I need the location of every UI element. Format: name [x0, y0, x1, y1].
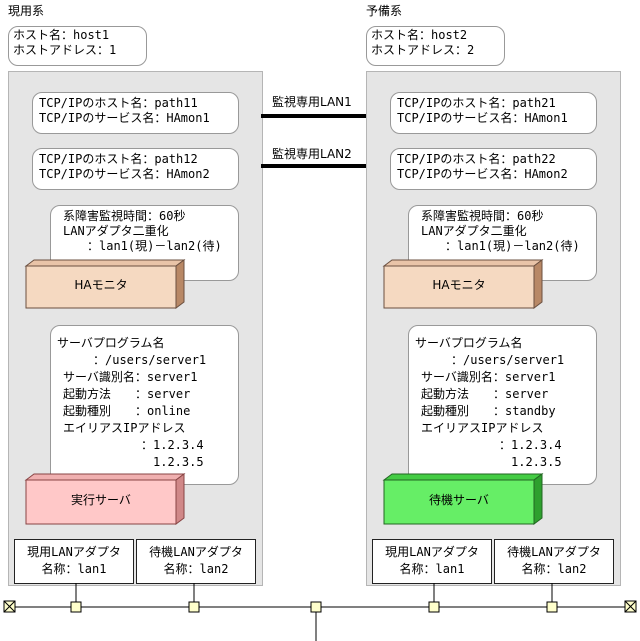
primary-tcpip-lan1-service: TCP/IPのサービス名：HAmon1	[39, 111, 210, 125]
secondary-tcpip-lan2-service: TCP/IPのサービス名：HAmon2	[397, 167, 568, 181]
bus-node-primary-lan1	[70, 601, 82, 613]
secondary-server-line-5: 起動種別 ：standby	[421, 404, 556, 418]
primary-server-line-5: 起動種別 ：online	[63, 404, 191, 418]
secondary-tcpip-lan1-host: TCP/IPのホスト名：path21	[397, 96, 556, 110]
secondary-tcpip-lan2-host: TCP/IPのホスト名：path22	[397, 152, 556, 166]
secondary-standby-server-box	[382, 473, 544, 525]
secondary-adapter-standby: 待機LANアダプタ 名称：lan2	[494, 539, 614, 584]
secondary-ha-monitor-label: HAモニタ	[432, 278, 486, 292]
primary-monitor-line-2: LANアダプタ二重化	[63, 224, 169, 238]
secondary-server-line-1: サーバプログラム名	[415, 336, 523, 350]
primary-server-line-4: 起動方法 ：server	[63, 387, 191, 401]
primary-adapter-standby-id: 名称：lan2	[163, 562, 229, 576]
primary-server-line-1: サーバプログラム名	[57, 336, 165, 350]
secondary-adapter-standby-id: 名称：lan2	[521, 562, 587, 576]
secondary-tcpip-lan1: TCP/IPのホスト名：path21 TCP/IPのサービス名：HAmon1	[390, 92, 597, 134]
primary-adapter-standby: 待機LANアダプタ 名称：lan2	[136, 539, 256, 584]
secondary-server-line-3: サーバ識別名：server1	[421, 370, 556, 384]
secondary-server-line-4: 起動方法 ：server	[421, 387, 549, 401]
primary-adapter-active-id: 名称：lan1	[41, 562, 107, 576]
terminator-right-icon	[624, 600, 637, 613]
secondary-ha-monitor-box	[382, 259, 544, 309]
lan2-label: 監視専用LAN2	[272, 147, 352, 161]
primary-tcpip-lan1-host: TCP/IPのホスト名：path11	[39, 96, 198, 110]
bus-node-secondary-lan1	[428, 601, 440, 613]
secondary-system-title: 予備系	[366, 4, 403, 18]
secondary-server-label: 待機サーバ	[429, 493, 489, 507]
primary-host-info: ホスト名：host1 ホストアドレス：1	[8, 26, 147, 66]
secondary-adapter-active-name: 現用LANアダプタ	[385, 545, 479, 559]
primary-server-label: 実行サーバ	[71, 493, 131, 507]
primary-server-line-6: エイリアスIPアドレス	[63, 421, 186, 435]
primary-adapter-standby-name: 待機LANアダプタ	[149, 545, 243, 559]
primary-server-line-3: サーバ識別名：server1	[63, 370, 198, 384]
secondary-server-line-2: ：/users/server1	[427, 353, 565, 367]
bus-node-secondary-lan2	[546, 601, 558, 613]
secondary-server-line-8: 1.2.3.5	[463, 455, 562, 469]
secondary-server-line-6: エイリアスIPアドレス	[421, 421, 544, 435]
network-bus	[3, 583, 637, 641]
terminator-left-icon	[3, 600, 16, 613]
secondary-host-address: ホストアドレス：2	[371, 43, 475, 57]
secondary-monitor-line-1: 系障害監視時間：60秒	[421, 209, 544, 223]
secondary-host-info: ホスト名：host2 ホストアドレス：2	[366, 26, 505, 66]
secondary-monitor-line-2: LANアダプタ二重化	[421, 224, 527, 238]
primary-ha-monitor-box	[24, 259, 186, 309]
primary-adapter-active: 現用LANアダプタ 名称：lan1	[14, 539, 134, 584]
bus-node-primary-lan2	[188, 601, 200, 613]
secondary-adapter-active-id: 名称：lan1	[399, 562, 465, 576]
bus-node-center	[310, 601, 322, 613]
primary-system-title: 現用系	[8, 4, 45, 18]
primary-host-address: ホストアドレス：1	[13, 43, 117, 57]
primary-server-line-8: 1.2.3.5	[105, 455, 204, 469]
primary-tcpip-lan1: TCP/IPのホスト名：path11 TCP/IPのサービス名：HAmon1	[32, 92, 239, 134]
primary-monitor-line-1: 系障害監視時間：60秒	[63, 209, 186, 223]
secondary-server-info: サーバプログラム名 ：/users/server1 サーバ識別名：server1…	[408, 325, 597, 485]
primary-server-info: サーバプログラム名 ：/users/server1 サーバ識別名：server1…	[50, 325, 239, 485]
secondary-tcpip-lan2: TCP/IPのホスト名：path22 TCP/IPのサービス名：HAmon2	[390, 148, 597, 190]
secondary-adapter-standby-name: 待機LANアダプタ	[507, 545, 601, 559]
lan2-link	[261, 164, 367, 168]
secondary-monitor-line-3: ：lan1(現)－lan2(待)	[433, 239, 580, 253]
primary-tcpip-lan2-host: TCP/IPのホスト名：path12	[39, 152, 198, 166]
secondary-server-line-7: ：1.2.3.4	[463, 438, 562, 452]
lan1-link	[261, 114, 367, 118]
secondary-tcpip-lan1-service: TCP/IPのサービス名：HAmon1	[397, 111, 568, 125]
secondary-adapter-active: 現用LANアダプタ 名称：lan1	[372, 539, 492, 584]
primary-tcpip-lan2: TCP/IPのホスト名：path12 TCP/IPのサービス名：HAmon2	[32, 148, 239, 190]
primary-ha-monitor-label: HAモニタ	[74, 278, 128, 292]
primary-monitor-line-3: ：lan1(現)－lan2(待)	[75, 239, 222, 253]
primary-server-line-2: ：/users/server1	[69, 353, 207, 367]
primary-adapter-active-name: 現用LANアダプタ	[27, 545, 121, 559]
lan1-label: 監視専用LAN1	[272, 95, 352, 109]
primary-host-name: ホスト名：host1	[13, 28, 110, 42]
primary-server-line-7: ：1.2.3.4	[105, 438, 204, 452]
primary-tcpip-lan2-service: TCP/IPのサービス名：HAmon2	[39, 167, 210, 181]
secondary-host-name: ホスト名：host2	[371, 28, 468, 42]
primary-active-server-box	[24, 473, 186, 525]
